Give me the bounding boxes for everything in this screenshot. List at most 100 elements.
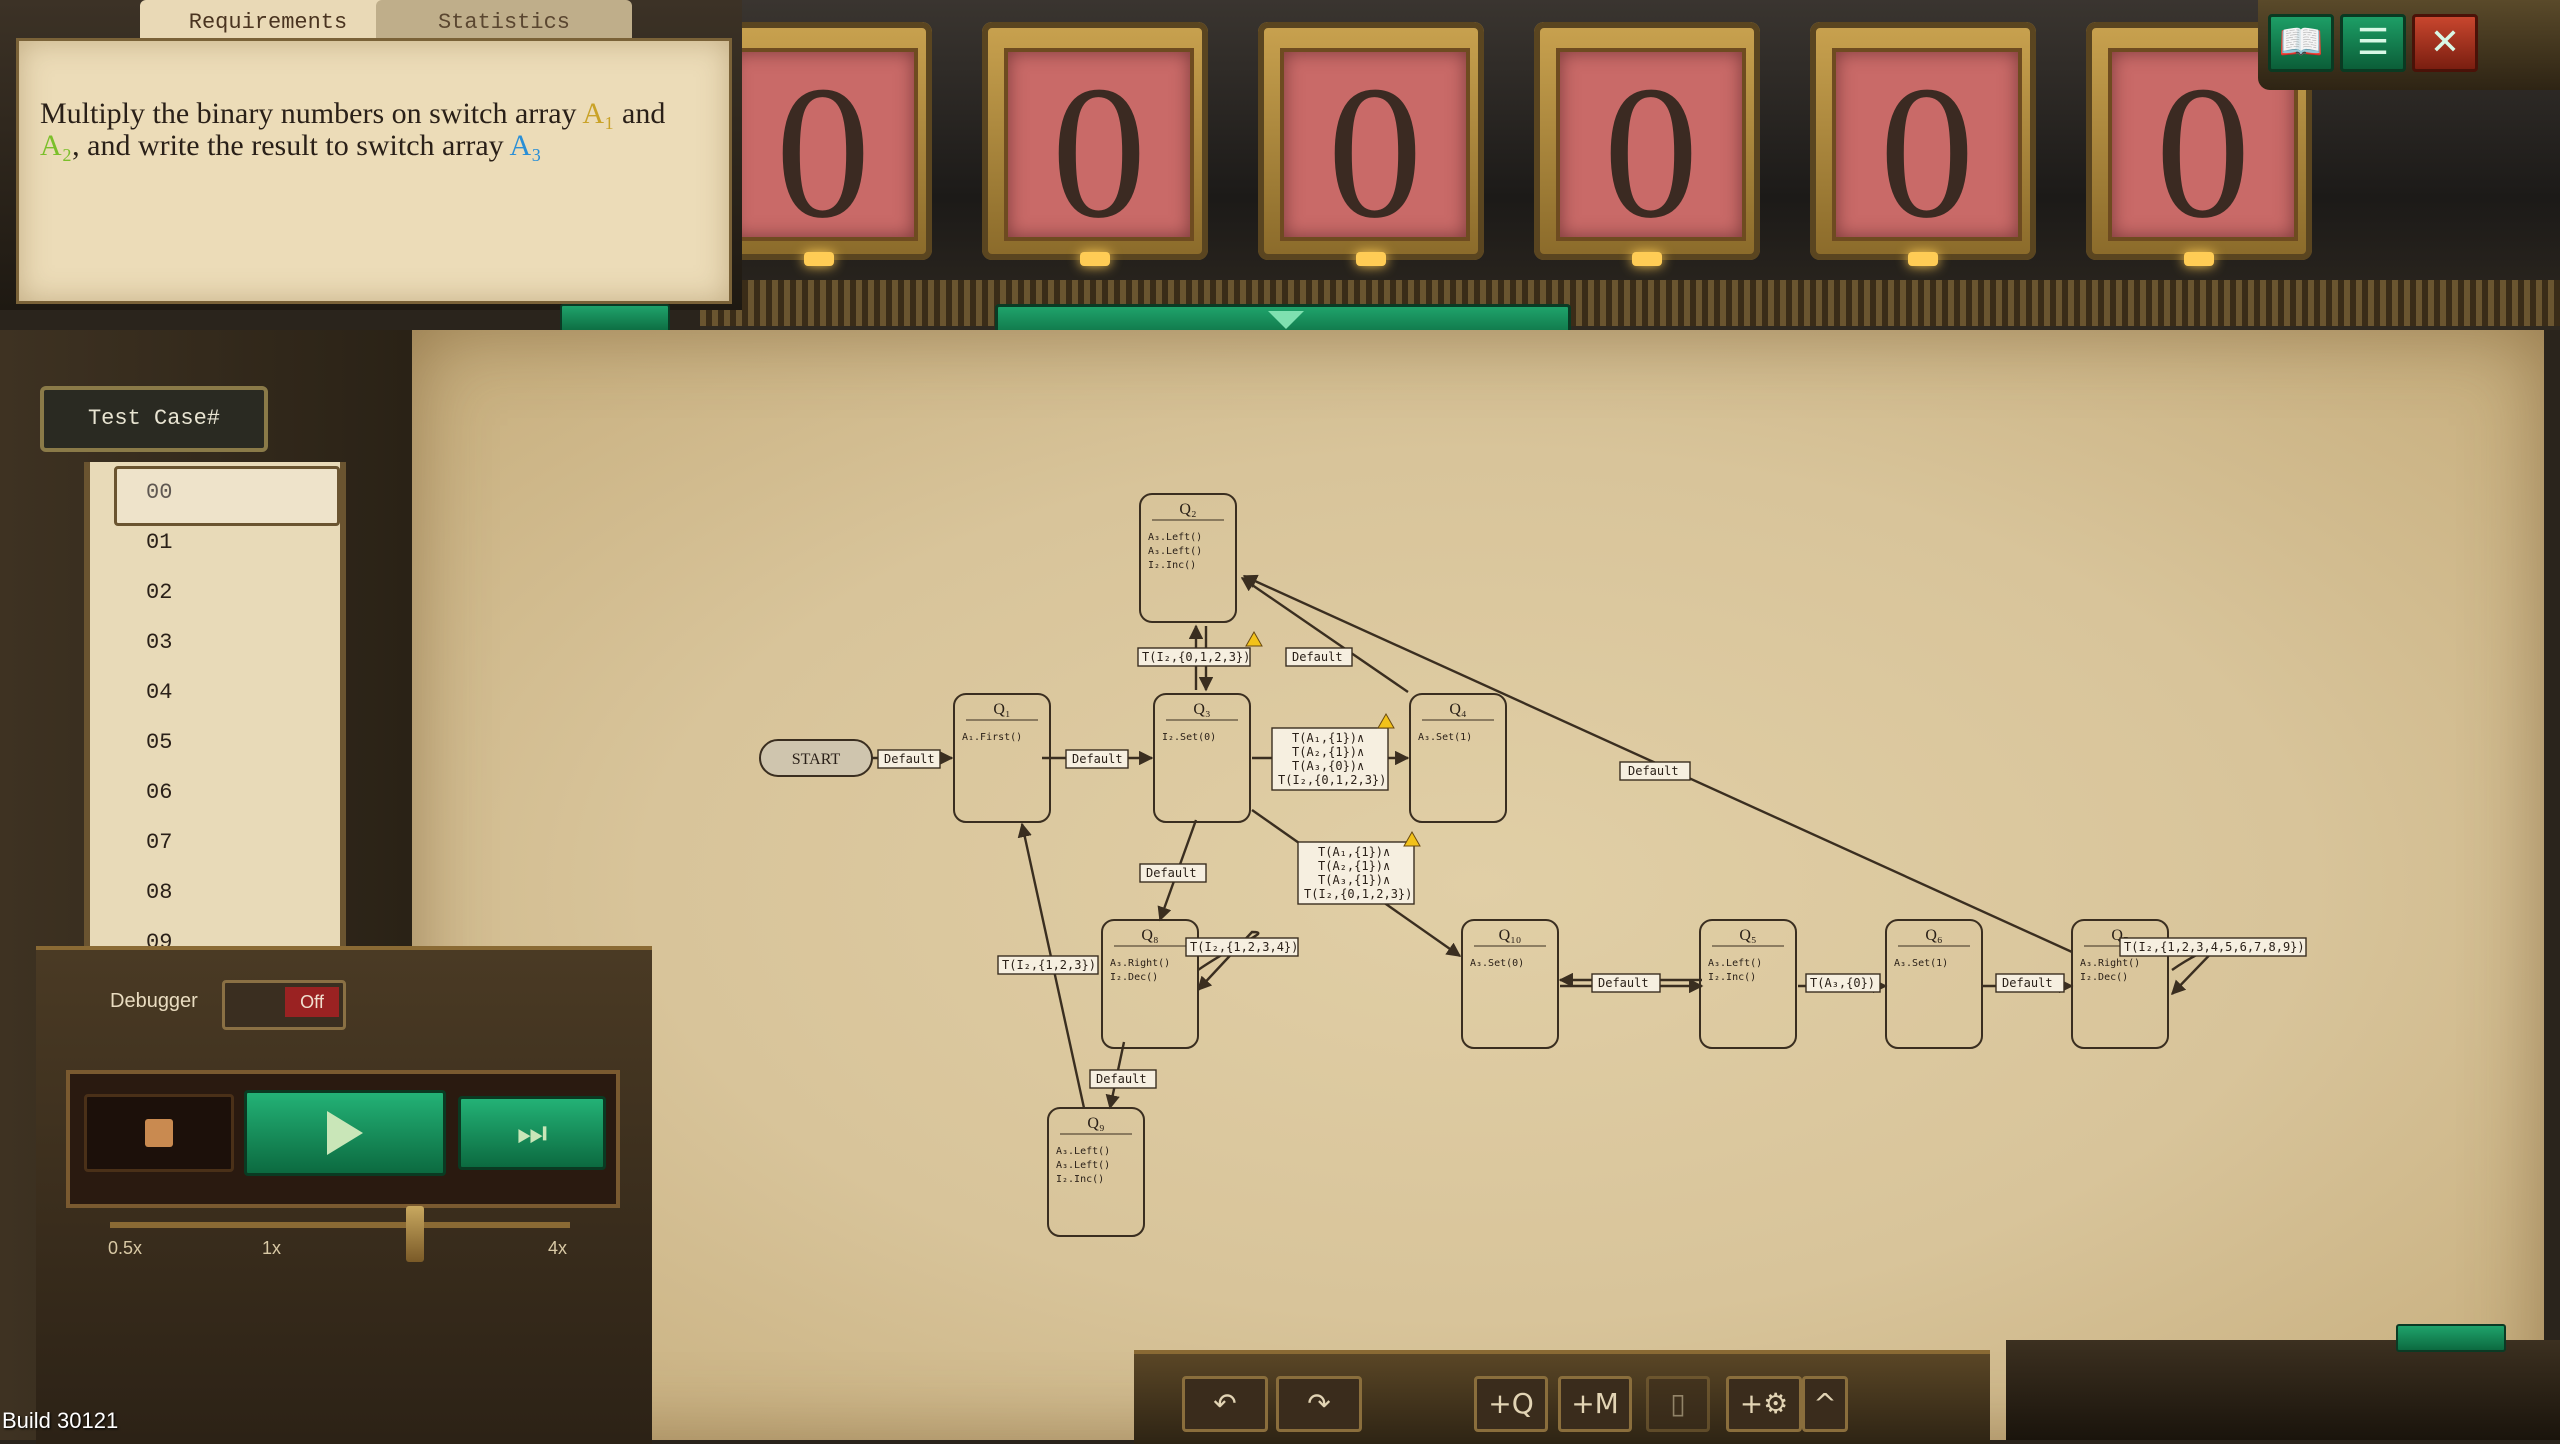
edge-label[interactable]: T(I₂,{0,1,2,3}) <box>1137 647 1251 667</box>
state-node-q9[interactable]: Q₉ A₃.Left() A₃.Left() I₂.Inc() <box>1047 1107 1145 1237</box>
debugger-state: Off <box>285 987 339 1017</box>
test-case-item[interactable]: 04 <box>146 680 173 705</box>
requirements-panel: Requirements Statistics Multiply the bin… <box>0 0 742 310</box>
requirements-body <box>16 38 732 304</box>
requirement-text-part: Multiply the binary numbers on switch ar… <box>40 97 583 130</box>
stop-icon <box>145 1119 173 1147</box>
warning-icon <box>1245 630 1263 647</box>
state-node-q2[interactable]: Q₂ A₃.Left() A₃.Left() I₂.Inc() <box>1139 493 1237 623</box>
play-icon <box>327 1111 363 1155</box>
test-case-item[interactable]: 01 <box>146 530 173 555</box>
edge-label[interactable]: Default <box>1139 863 1207 883</box>
counter-digit: 0 <box>775 48 871 258</box>
state-node-q1[interactable]: Q₁ A₁.First() <box>953 693 1051 823</box>
warning-icon <box>1403 830 1421 847</box>
counter-display: 0 <box>1810 22 2036 266</box>
clipboard-button[interactable]: ▯ <box>1646 1376 1710 1432</box>
add-state-button[interactable]: +Q <box>1474 1376 1548 1432</box>
edge-label-text: T(I₂,{1,2,3}) <box>1002 958 1096 972</box>
step-button[interactable]: ⏭ <box>458 1096 606 1170</box>
stop-button[interactable] <box>84 1094 234 1172</box>
edge-q4-q2[interactable] <box>1240 577 1409 693</box>
counter-digit: 0 <box>1327 48 1423 258</box>
menu-icon[interactable]: ☰ <box>2340 14 2406 72</box>
edge-label[interactable]: T(A₁,{1})∧ T(A₂,{1})∧ T(A₃,{1})∧ T(I₂,{0… <box>1297 841 1415 905</box>
tab-statistics[interactable]: Statistics <box>376 0 632 40</box>
edge-label[interactable]: Default <box>1591 973 1661 993</box>
edge-label[interactable]: T(I₂,{1,2,3,4,5,6,7,8,9}) <box>2119 937 2307 957</box>
array-a1-label: A₁ <box>582 97 615 130</box>
edge-label-text: Default <box>1096 1072 1147 1086</box>
output-expand-button[interactable] <box>2396 1324 2506 1352</box>
add-memory-button[interactable]: +M <box>1558 1376 1632 1432</box>
state-node-q10[interactable]: Q₁₀ A₃.Set(0) <box>1461 919 1559 1049</box>
step-icon: ⏭ <box>516 1113 548 1153</box>
tab-requirements[interactable]: Requirements <box>140 0 396 40</box>
debugger-label: Debugger <box>110 990 198 1012</box>
edge-label[interactable]: Default <box>1089 1069 1157 1089</box>
close-icon[interactable]: ✕ <box>2412 14 2478 72</box>
book-icon[interactable]: 📖 <box>2268 14 2334 72</box>
edge-label-text: T(A₁,{1})∧ <box>1318 845 1390 859</box>
node-action: A₃.Left() <box>1148 532 1202 543</box>
edge-label-text: T(I₂,{0,1,2,3}) <box>1304 887 1412 901</box>
add-component-button[interactable]: +⚙ <box>1726 1376 1802 1432</box>
state-node-q5[interactable]: Q₅ A₃.Left() I₂.Inc() <box>1699 919 1797 1049</box>
state-node-q4[interactable]: Q₄ A₃.Set(1) <box>1409 693 1507 823</box>
node-action: A₃.Right() <box>1110 958 1170 969</box>
edge-label[interactable]: Default <box>1065 749 1129 769</box>
undo-button[interactable]: ↶ <box>1182 1376 1268 1432</box>
test-case-item[interactable]: 03 <box>146 630 173 655</box>
test-case-selection <box>114 466 340 526</box>
test-case-item[interactable]: 00 <box>146 480 173 505</box>
node-action: I₂.Dec() <box>2080 972 2128 983</box>
edge-label[interactable]: Default <box>1995 973 2065 993</box>
counter-lamp <box>1080 252 1110 266</box>
speed-slider[interactable] <box>110 1222 570 1228</box>
test-case-list[interactable]: 00 01 02 03 04 05 06 07 08 09 <box>84 462 346 962</box>
state-node-q8[interactable]: Q₈ A₃.Right() I₂.Dec() <box>1101 919 1199 1049</box>
speed-label: 0.5x <box>108 1238 143 1258</box>
counter-display: 0 <box>706 22 932 266</box>
redo-button[interactable]: ↷ <box>1276 1376 1362 1432</box>
node-action: A₃.Left() <box>1708 958 1762 969</box>
edge-label-text: Default <box>1598 976 1649 990</box>
requirement-text-part: , and write the result to switch array <box>72 129 510 162</box>
node-action: A₃.Left() <box>1056 1160 1110 1171</box>
toolbar-expand-button[interactable]: ^ <box>1802 1376 1848 1432</box>
debugger-toggle[interactable]: Off <box>222 980 346 1030</box>
counter-lamp <box>2184 252 2214 266</box>
edge-label-text: Default <box>884 752 935 766</box>
test-case-item[interactable]: 05 <box>146 730 173 755</box>
counter-digit: 0 <box>1603 48 1699 258</box>
test-case-item[interactable]: 08 <box>146 880 173 905</box>
edge-label-text: T(A₁,{1})∧ <box>1292 731 1364 745</box>
edge-label[interactable]: Default <box>877 749 941 769</box>
test-case-title: Test Case# <box>40 386 268 452</box>
run-button[interactable] <box>244 1090 446 1176</box>
edge-label[interactable]: T(I₂,{1,2,3}) <box>997 955 1099 975</box>
state-node-q6[interactable]: Q₆ A₃.Set(1) <box>1885 919 1983 1049</box>
edge-label[interactable]: T(I₂,{1,2,3,4}) <box>1185 937 1299 957</box>
requirement-text-part: and <box>614 97 666 130</box>
test-case-item[interactable]: 06 <box>146 780 173 805</box>
speed-slider-handle[interactable] <box>406 1206 424 1262</box>
test-case-item[interactable]: 02 <box>146 580 173 605</box>
edge-label[interactable]: T(A₁,{1})∧ T(A₂,{1})∧ T(A₃,{0})∧ T(I₂,{0… <box>1271 727 1389 791</box>
edge-label[interactable]: Default <box>1619 761 1691 781</box>
test-case-item[interactable]: 07 <box>146 830 173 855</box>
edge-label[interactable]: T(A₃,{0}) <box>1805 973 1881 993</box>
state-diagram[interactable]: START Q₂ A₃.Left() A₃.Left() I₂.Inc() Q₁… <box>412 330 2544 1330</box>
state-node-q3[interactable]: Q₃ I₂.Set(0) <box>1153 693 1251 823</box>
node-action: I₂.Inc() <box>1056 1174 1104 1185</box>
edge-label[interactable]: Default <box>1285 647 1353 667</box>
warning-icon <box>1377 712 1395 729</box>
counter-lamp <box>804 252 834 266</box>
node-title: Q₁₀ <box>1499 927 1522 944</box>
program-canvas[interactable] <box>412 330 2544 1440</box>
start-node[interactable]: START <box>759 739 873 777</box>
gear-strip <box>700 280 2560 326</box>
edge-label-text: Default <box>2002 976 2053 990</box>
edge-label-text: T(A₂,{1})∧ <box>1292 745 1364 759</box>
counter-lamp <box>1632 252 1662 266</box>
